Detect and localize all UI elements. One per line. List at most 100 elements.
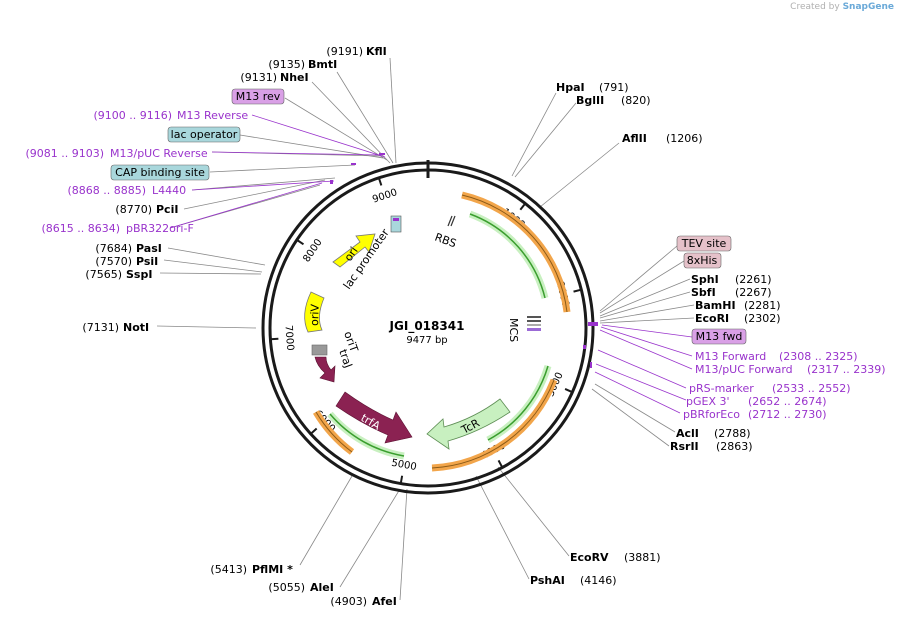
afei-name: AfeI xyxy=(372,595,397,608)
m13-forward-range: (2308 .. 2325) xyxy=(779,350,858,363)
pgex3-name: pGEX 3' xyxy=(686,395,730,408)
orange-arc-bottom-left-core xyxy=(315,411,353,453)
m13-rev-label: M13 rev xyxy=(236,90,281,103)
nhei-pos: (9131) xyxy=(240,71,277,84)
nhei-name: NheI xyxy=(280,71,309,84)
sphi-name: SphI xyxy=(691,273,719,286)
pgex3-range: (2652 .. 2674) xyxy=(748,395,827,408)
noti-name: NotI xyxy=(123,321,149,334)
pcii-pos: (8770) xyxy=(115,203,152,216)
pbrforeco-line xyxy=(594,371,681,414)
pflmi-name: PflMI * xyxy=(252,563,293,576)
primer-lines-right xyxy=(594,324,693,414)
pointer-lines-right xyxy=(475,92,695,580)
pasi-line xyxy=(167,247,266,266)
sbfi-line xyxy=(599,291,691,319)
sspi-name: SspI xyxy=(126,268,152,281)
alei-line xyxy=(339,488,401,588)
bglii-name: BglII xyxy=(576,94,604,107)
afei-line xyxy=(399,488,408,601)
m13fwd-box-line xyxy=(601,324,693,338)
alei-pos: (5055) xyxy=(268,581,305,594)
mcs-block xyxy=(527,316,541,331)
pcii-line xyxy=(183,179,326,210)
traj-label: traJ xyxy=(336,348,355,370)
pcii-name: PciI xyxy=(156,203,178,216)
m13-reverse-range: (9100 .. 9116) xyxy=(93,109,172,122)
hpai-line xyxy=(511,92,557,177)
green-arc-top-right xyxy=(468,210,549,299)
tev-line xyxy=(599,245,678,312)
m13-fwd-box xyxy=(691,328,747,345)
rsrii-line xyxy=(591,388,670,447)
snapgene-logo: SnapGene xyxy=(842,2,894,12)
pshai-line xyxy=(475,475,530,580)
pflmi-line xyxy=(299,475,353,566)
bmti-name: BmtI xyxy=(308,58,337,71)
psii-line xyxy=(163,259,263,273)
pshai-pos: (4146) xyxy=(580,574,617,587)
tick-mark xyxy=(399,475,404,484)
cap-binding-box xyxy=(110,164,210,181)
m13puc-reverse-range: (9081 .. 9103) xyxy=(25,147,104,160)
traj-arrow xyxy=(314,356,336,383)
aflii-line xyxy=(539,142,620,208)
sphi-line xyxy=(599,278,691,317)
rsrii-name: RsrII xyxy=(670,440,699,453)
bmti-pos: (9135) xyxy=(268,58,305,71)
ecorv-line xyxy=(497,466,570,557)
pbrforeco-name: pBRforEco xyxy=(683,408,740,421)
pbr322ori-line xyxy=(169,182,323,229)
m13-forward-name: M13 Forward xyxy=(695,350,766,363)
noti-pos: (7131) xyxy=(82,321,119,334)
pbrforeco-range: (2712 .. 2730) xyxy=(748,408,827,421)
tick-mark xyxy=(377,177,383,186)
bglii-line xyxy=(514,102,577,178)
lac-operator-box xyxy=(167,126,241,143)
tick-mark xyxy=(564,388,573,394)
feature-arcs xyxy=(312,191,571,472)
right-labels: HpaI (791) BglII (820) AflII (1206) TEV … xyxy=(530,81,886,587)
sbfi-name: SbfI xyxy=(691,286,716,299)
aflii-pos: (1206) xyxy=(666,132,703,145)
ecorv-name: EcoRV xyxy=(570,551,609,564)
tick-mark xyxy=(573,288,582,293)
hpai-name: HpaI xyxy=(556,81,585,94)
tev-site-box xyxy=(676,235,732,252)
lac-operator-label: lac operator xyxy=(171,128,238,141)
acli-line xyxy=(594,383,676,433)
tick-label: 8000 xyxy=(301,237,324,264)
pflmi-pos: (5413) xyxy=(210,563,247,576)
green-arc-top-right-core xyxy=(469,213,546,299)
prs-marker-name: pRS-marker xyxy=(689,382,754,395)
l4440-name: L4440 xyxy=(152,184,186,197)
his-line xyxy=(599,260,685,314)
cap-line xyxy=(209,164,356,173)
ecorv-pos: (3881) xyxy=(624,551,661,564)
m13-fwd-label: M13 fwd xyxy=(696,330,743,343)
tev-site-label: TEV site xyxy=(681,237,727,250)
aflii-name: AflII xyxy=(622,132,647,145)
left-labels: (9191) KflI (9135) BmtI (9131) NheI M13 … xyxy=(25,45,396,608)
m13-reverse-line xyxy=(251,114,386,158)
l4440-line xyxy=(191,177,336,191)
m13puc-forward-line xyxy=(599,329,693,370)
acli-pos: (2788) xyxy=(714,427,751,440)
m13-forward-line xyxy=(600,326,693,357)
tick-label: 7000 xyxy=(282,325,295,351)
psii-name: PsiI xyxy=(136,255,158,268)
bamhi-pos: (2281) xyxy=(744,299,781,312)
psii-pos: (7570) xyxy=(95,255,132,268)
primer-marks xyxy=(330,153,598,368)
bglii-pos: (820) xyxy=(621,94,651,107)
orit-block xyxy=(311,344,328,356)
trfa-arrow xyxy=(335,391,413,444)
tick-mark xyxy=(270,337,279,341)
bmti-line xyxy=(336,71,394,164)
m13puc-reverse-line xyxy=(211,151,383,156)
his-tag-label: 8xHis xyxy=(687,254,718,267)
sspi-pos: (7565) xyxy=(85,268,122,281)
l4440-primer-line xyxy=(191,180,335,191)
prs-marker-line xyxy=(597,349,687,389)
